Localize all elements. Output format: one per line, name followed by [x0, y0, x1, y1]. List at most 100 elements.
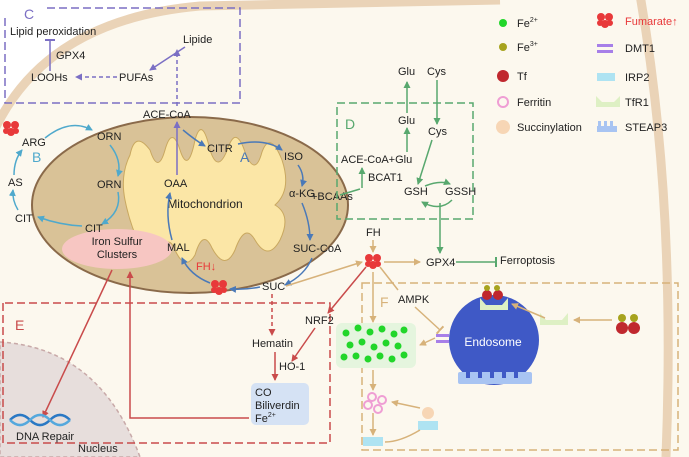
as-label: AS	[8, 177, 23, 189]
legend-fe2: Fe2+	[517, 17, 538, 30]
fe2-dot-icon	[352, 352, 360, 360]
suc-coa-label: SUC-CoA	[293, 243, 342, 255]
succinylation-icon	[422, 407, 434, 419]
legend-ferritin: Ferritin	[517, 97, 551, 109]
fumarate-to-mal-arrow	[181, 257, 211, 284]
dna-helix-icon	[9, 413, 71, 427]
tfr1-icon	[480, 298, 508, 310]
ferritin-icon	[363, 392, 387, 414]
legend: Fe2+ Fe3+ Tf Ferritin Succinylation Fuma…	[496, 13, 678, 134]
steap3-icon	[597, 121, 617, 132]
cit-outer-label: CIT	[15, 213, 33, 225]
panel-c-box	[4, 7, 241, 104]
succinylation-to-ferritin	[391, 399, 421, 409]
fumarate-icon	[211, 280, 227, 295]
iron-sulfur-to-dna-arrow	[42, 269, 113, 418]
fumarate-icon	[3, 121, 19, 136]
panel-a-letter: A	[240, 149, 250, 165]
panel-f-letter: F	[380, 294, 389, 310]
pufas-label: PUFAs	[119, 72, 154, 84]
iso-label: ISO	[284, 151, 303, 163]
lipide-label: Lipide	[183, 34, 212, 46]
fe2-dot-icon	[388, 355, 396, 363]
lipid-peroxidation-label: Lipid peroxidation	[10, 26, 96, 38]
hematin-label: Hematin	[252, 338, 293, 350]
irp2-to-irp2-arrow	[384, 429, 421, 443]
cell-membrane	[0, 0, 501, 129]
fe2-dot-icon	[376, 352, 384, 360]
fumarate-to-nrf2-arrow	[327, 266, 367, 314]
fe3-dot-icon	[499, 43, 507, 51]
gsh-label: GSH	[404, 186, 428, 198]
legend-fumarate: Fumarate↑	[625, 16, 678, 28]
glu-mid-label: Glu	[398, 115, 415, 127]
iso-to-akg-arrow	[297, 164, 307, 187]
cell-membrane-right	[636, 0, 673, 457]
panel-c-letter: C	[24, 6, 34, 22]
fe2-dot-icon	[370, 343, 378, 351]
cys-to-gsh-arrow	[416, 139, 433, 185]
irp2-icon	[597, 73, 615, 81]
ferritin-icon	[497, 96, 509, 108]
fe2-dot-icon	[340, 353, 348, 361]
fe2-dot-icon	[382, 339, 390, 347]
steap3-teeth	[466, 372, 518, 378]
ace-coa-glu-label: ACE-CoA+Glu	[341, 154, 412, 166]
tfr1-icon	[596, 96, 620, 107]
akg-to-succoa-arrow	[301, 202, 314, 241]
ampk-inhibit-endosome	[414, 306, 445, 335]
iron-sulfur-label-1: Iron Sulfur	[92, 236, 143, 248]
citr-label: CITR	[207, 143, 233, 155]
oaa-label: OAA	[164, 178, 188, 190]
nucleus-label: Nucleus	[78, 443, 118, 455]
tf-icon	[497, 70, 509, 82]
fe2-dots-group	[340, 324, 408, 363]
products-box	[251, 383, 309, 425]
ace-coa-label: ACE-CoA	[143, 109, 191, 121]
cit-inner-label: CIT	[85, 223, 103, 235]
fh-label: FH	[366, 227, 381, 239]
legend-succinylation: Succinylation	[517, 122, 582, 134]
akg-to-bcat1-line	[339, 188, 361, 196]
suc-label: SUC	[262, 281, 285, 293]
ferroptosis-label: Ferroptosis	[500, 255, 556, 267]
legend-dmt1: DMT1	[625, 43, 655, 55]
tf-icon	[482, 290, 503, 300]
legend-irp2: IRP2	[625, 72, 649, 84]
fe2-dot-icon	[358, 338, 366, 346]
akg-label: α-KG	[289, 188, 315, 200]
as-to-arg-arrow	[13, 149, 23, 176]
gssh-label: GSSH	[445, 186, 476, 198]
gssh-to-gsh-arrow	[421, 199, 453, 208]
dmt1-icon	[436, 334, 449, 343]
mitochondrion-label: Mitochondrion	[167, 197, 242, 211]
fe2-dot-icon	[364, 355, 372, 363]
panel-e-box	[2, 302, 331, 444]
irp2-icon	[418, 421, 438, 430]
fe2-dot-icon	[394, 342, 402, 350]
succinylation-icon	[496, 120, 510, 134]
suc-to-fumarate-line	[285, 260, 363, 287]
nrf2-label: NRF2	[305, 315, 334, 327]
orn-outer-label: ORN	[97, 131, 122, 143]
legend-fe3: Fe3+	[517, 41, 538, 54]
fe2-product-label: Fe2+	[255, 412, 276, 425]
glu-top-label: Glu	[398, 66, 415, 78]
fumarate-to-ampk-line	[379, 266, 399, 291]
tfr1-icon	[540, 313, 568, 325]
fe3-dot-icon	[484, 285, 500, 291]
fe2-dot-icon	[378, 325, 386, 333]
fe2-dot-icon	[400, 351, 408, 359]
fe2-dot-icon	[400, 326, 408, 334]
gpx4-label: GPX4	[426, 257, 455, 269]
panel-b-letter: B	[32, 149, 41, 165]
panel-d-letter: D	[345, 116, 355, 132]
legend-tfr1: TfR1	[625, 97, 649, 109]
loohs-label: LOOHs	[31, 72, 68, 84]
fe2-dot-icon	[354, 324, 362, 332]
orn-to-orn-arrow	[109, 144, 123, 177]
irp2-icon	[363, 437, 383, 446]
mal-label: MAL	[167, 242, 190, 254]
endosome-label: Endosome	[464, 335, 522, 349]
